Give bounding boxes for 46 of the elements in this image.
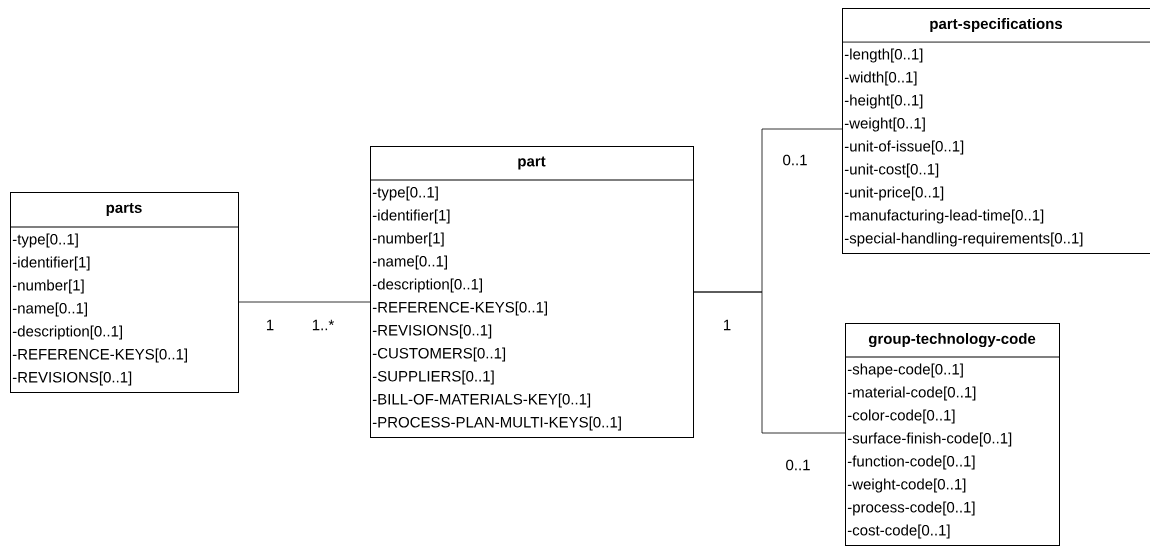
attribute-text: -unit-of-issue[0..1] [844, 140, 964, 155]
attribute-text: -description[0..1] [12, 325, 122, 340]
class-name: parts [106, 203, 142, 216]
class-name: part-specifications [930, 18, 1063, 32]
attribute-text: -identifier[1] [12, 256, 90, 271]
attribute-text: -length[0..1] [844, 48, 923, 63]
attribute-text: -BILL-OF-MATERIALS-KEY[0..1] [372, 393, 591, 408]
attribute-text: -CUSTOMERS[0..1] [372, 347, 506, 362]
attribute-text: -material-code[0..1] [847, 386, 976, 401]
attribute-text: -REFERENCE-KEYS[0..1] [12, 348, 187, 363]
attribute-text: -shape-code[0..1] [847, 363, 963, 378]
attribute-text: -unit-cost[0..1] [844, 163, 939, 178]
attribute-text: -manufacturing-lead-time[0..1] [844, 209, 1044, 224]
attribute-text: -type[0..1] [372, 186, 438, 201]
connector-line [238, 301, 371, 303]
attribute-text: -REFERENCE-KEYS[0..1] [372, 301, 547, 316]
connector-line [693, 291, 846, 434]
attribute-text: -number[1] [12, 279, 84, 294]
attribute-text: -name[0..1] [372, 255, 447, 270]
attribute-text: -identifier[1] [372, 209, 450, 224]
attribute-text: -special-handling-requirements[0..1] [844, 232, 1083, 247]
attribute-text: -description[0..1] [372, 278, 482, 293]
attribute-text: -process-code[0..1] [847, 501, 975, 516]
attribute-text: -REVISIONS[0..1] [372, 324, 492, 339]
attribute-text: -PROCESS-PLAN-MULTI-KEYS[0..1] [372, 416, 621, 431]
attribute-text: -color-code[0..1] [847, 409, 955, 424]
multiplicity-label: 1 [267, 319, 274, 331]
multiplicity-label: 1..* [312, 319, 335, 331]
attribute-text: -number[1] [372, 232, 444, 247]
attribute-text: -weight[0..1] [844, 117, 925, 132]
attribute-text: -height[0..1] [844, 94, 923, 109]
attribute-text: -width[0..1] [844, 71, 917, 86]
attribute-text: -weight-code[0..1] [847, 478, 966, 493]
attribute-text: -type[0..1] [12, 233, 78, 248]
class-name: part [518, 156, 546, 170]
attribute-text: -SUPPLIERS[0..1] [372, 370, 494, 385]
multiplicity-label: 0..1 [786, 459, 810, 471]
attribute-text: -surface-finish-code[0..1] [847, 432, 1012, 447]
attribute-text: -unit-price[0..1] [844, 186, 944, 201]
multiplicity-label: 0..1 [783, 154, 807, 166]
attribute-text: -REVISIONS[0..1] [12, 371, 132, 386]
multiplicity-label: 1 [724, 319, 731, 331]
class-name: group-technology-code [868, 333, 1036, 348]
attribute-text: -cost-code[0..1] [847, 524, 950, 539]
attribute-text: -function-code[0..1] [847, 455, 975, 470]
attribute-text: -name[0..1] [12, 302, 87, 317]
